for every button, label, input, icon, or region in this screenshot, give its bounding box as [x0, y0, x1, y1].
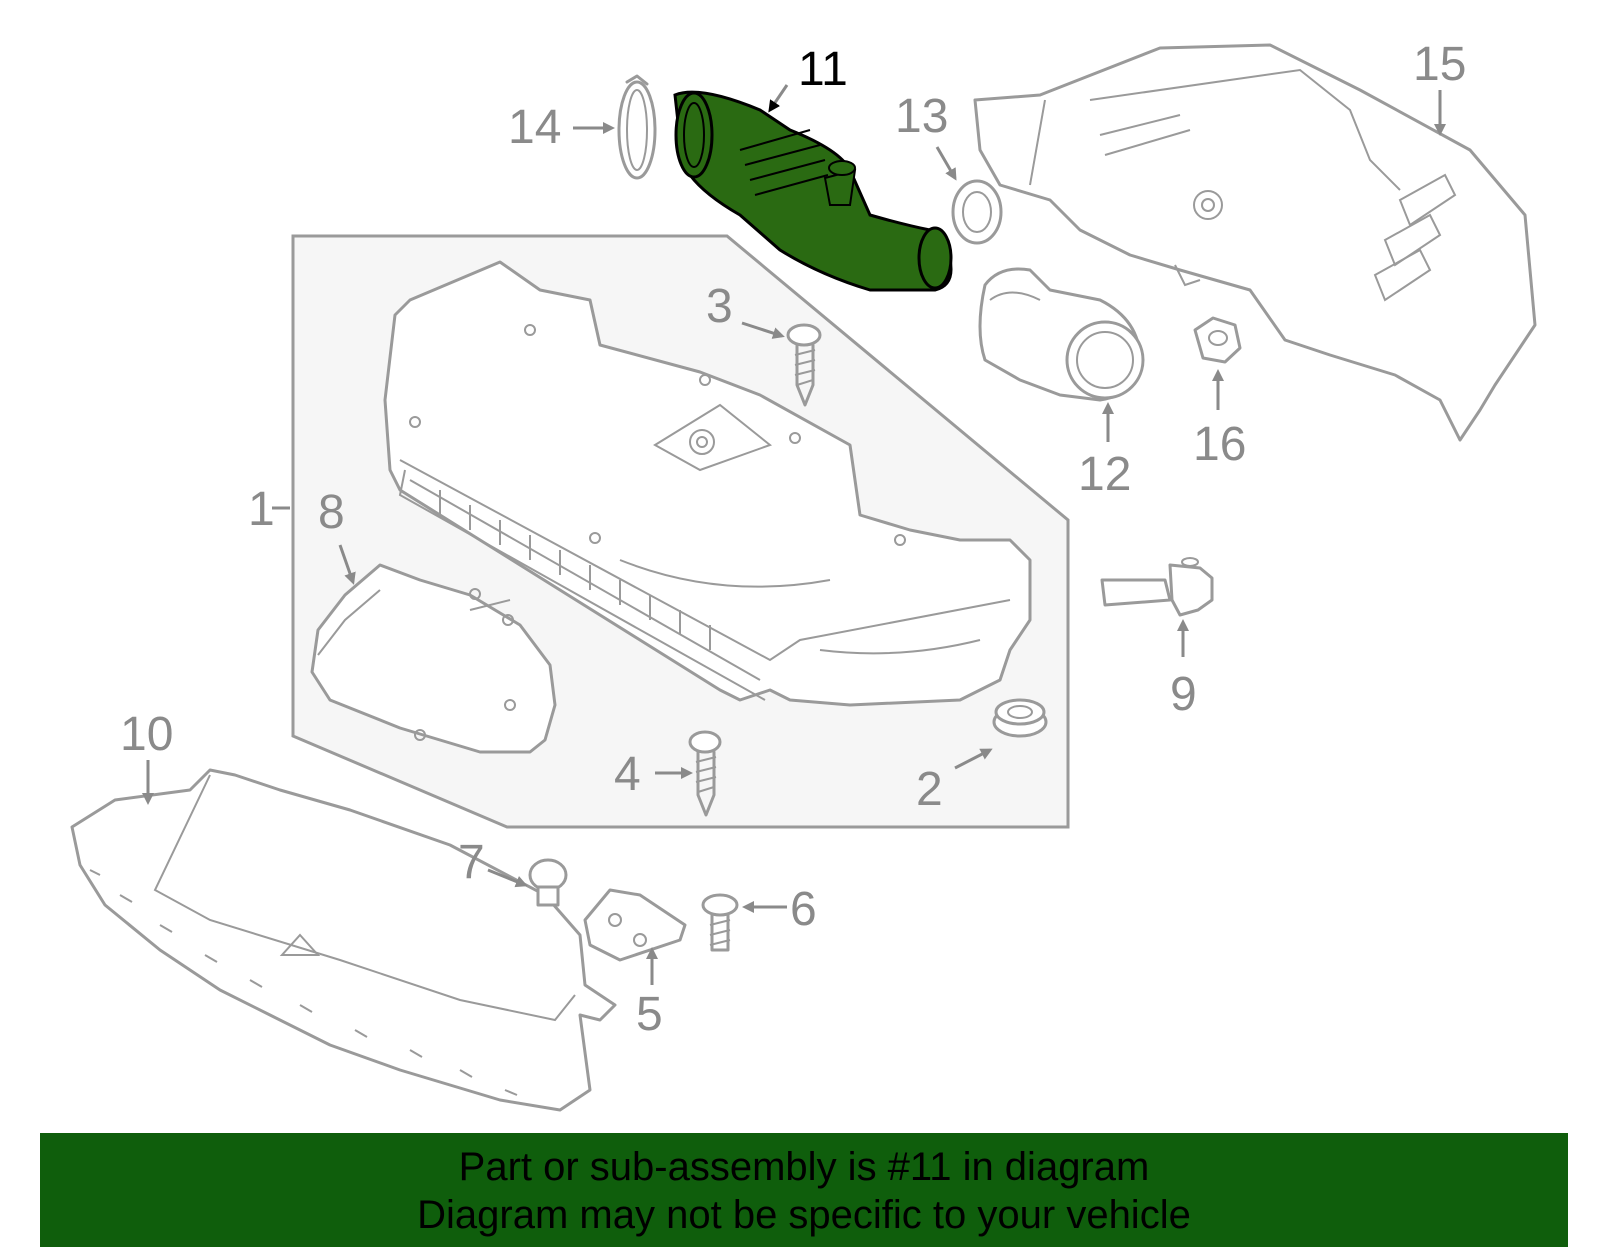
callout-13: 13	[895, 90, 948, 143]
part-8-filter-element[interactable]	[310, 563, 557, 754]
callout-7: 7	[458, 836, 485, 889]
callout-11: 11	[798, 43, 848, 96]
info-banner: Part or sub-assembly is #11 in diagram D…	[40, 1133, 1568, 1247]
part-13-seal-ring[interactable]	[951, 179, 1003, 245]
callout-2: 2	[916, 763, 943, 816]
callout-3: 3	[706, 280, 733, 333]
part-7-bolt[interactable]	[528, 858, 568, 907]
callout-10: 10	[120, 708, 173, 761]
part-15-engine-cover[interactable]	[973, 43, 1537, 442]
part-14-clamp[interactable]	[617, 74, 657, 180]
part-3-screw[interactable]	[786, 323, 822, 407]
exploded-parts-diagram: 1 2 3 4 5 6 7 8 9 10 11 12 13 14 15 16	[70, 38, 1537, 1112]
callout-9: 9	[1170, 668, 1197, 721]
callout-1: 1	[248, 483, 275, 536]
part-5-bracket[interactable]	[583, 888, 687, 962]
part-9-push-pin[interactable]	[1100, 557, 1214, 617]
callout-12: 12	[1078, 448, 1131, 501]
banner-line-disclaimer: Diagram may not be specific to your vehi…	[417, 1193, 1191, 1237]
callout-5: 5	[636, 988, 663, 1041]
callout-8: 8	[318, 486, 345, 539]
part-4-screw[interactable]	[688, 730, 722, 817]
callout-4: 4	[614, 748, 641, 801]
part-6-screw[interactable]	[701, 893, 739, 952]
part-2-grommet[interactable]	[992, 698, 1048, 738]
callout-14: 14	[508, 101, 561, 154]
callout-6: 6	[790, 883, 817, 936]
part-10-front-panel[interactable]	[70, 768, 617, 1112]
callout-16: 16	[1193, 418, 1246, 471]
part-11-intake-hose[interactable]	[673, 90, 953, 292]
part-1-air-filter-housing[interactable]	[383, 260, 1032, 707]
part-12-elbow-duct[interactable]	[978, 267, 1145, 402]
part-16-nut[interactable]	[1193, 316, 1242, 364]
callout-15: 15	[1413, 38, 1466, 91]
banner-line-part-number: Part or sub-assembly is #11 in diagram	[458, 1145, 1150, 1189]
